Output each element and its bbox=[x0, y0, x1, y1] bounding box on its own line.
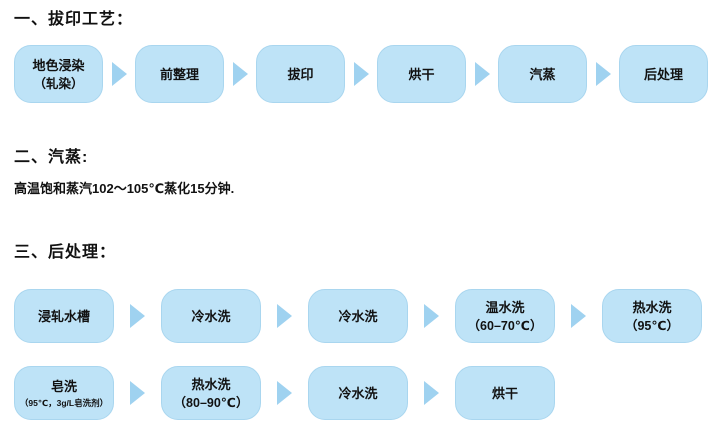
flow-step-label: 冷水洗 bbox=[338, 385, 378, 401]
flow-step-label: （95℃，3g/L皂洗剂） bbox=[19, 398, 109, 408]
flow-step-label: 烘干 bbox=[491, 385, 518, 401]
right-triangle-icon bbox=[130, 381, 145, 405]
flow-arrow-icon bbox=[345, 62, 377, 86]
flow-step-box: 烘干 bbox=[377, 45, 466, 103]
flow-step-label: 冷水洗 bbox=[338, 308, 378, 324]
flow-arrow-icon bbox=[224, 62, 256, 86]
flow-arrow-icon bbox=[587, 62, 619, 86]
right-triangle-icon bbox=[232, 62, 248, 86]
flow-step-box: 烘干 bbox=[455, 366, 555, 420]
flow-step-label: （80–90℃） bbox=[173, 395, 249, 410]
flow-step-label: （轧染） bbox=[33, 76, 84, 91]
right-triangle-icon bbox=[595, 62, 611, 86]
flow-step-box: 温水洗 （60–70℃） bbox=[455, 289, 555, 343]
flow-step-box: 皂洗 （95℃，3g/L皂洗剂） bbox=[14, 366, 114, 420]
flow-step-box: 浸轧水槽 bbox=[14, 289, 114, 343]
right-triangle-icon bbox=[424, 304, 439, 328]
flow-step-label: 汽蒸 bbox=[529, 66, 556, 82]
right-triangle-icon bbox=[111, 62, 127, 86]
flow-step-label: （60–70℃） bbox=[467, 318, 543, 333]
flow-arrow-icon bbox=[466, 62, 498, 86]
flow-arrow-icon bbox=[261, 304, 308, 328]
discharge-printing-flow-row: 地色浸染 （轧染） 前整理 拔印 烘干 汽蒸 后处理 bbox=[14, 45, 710, 103]
flow-step-box: 冷水洗 bbox=[308, 366, 408, 420]
flow-step-label: 地色浸染 bbox=[32, 57, 85, 73]
flow-step-label: 热水洗 bbox=[191, 376, 231, 392]
right-triangle-icon bbox=[353, 62, 369, 86]
post-treatment-flow-row-2: 皂洗 （95℃，3g/L皂洗剂） 热水洗 （80–90℃） 冷水洗 烘干 bbox=[14, 366, 710, 420]
section-2-title: 二、汽蒸: bbox=[14, 149, 89, 166]
flow-step-label: 拔印 bbox=[287, 66, 314, 82]
flow-step-label: 冷水洗 bbox=[191, 308, 231, 324]
flow-arrow-icon bbox=[408, 304, 455, 328]
flow-step-label: 烘干 bbox=[408, 66, 435, 82]
right-triangle-icon bbox=[277, 381, 292, 405]
flow-step-box: 前整理 bbox=[135, 45, 224, 103]
right-triangle-icon bbox=[474, 62, 490, 86]
flow-step-label: 热水洗 bbox=[632, 299, 672, 315]
flow-step-label: 皂洗 bbox=[50, 379, 77, 394]
flow-step-box: 冷水洗 bbox=[308, 289, 408, 343]
right-triangle-icon bbox=[424, 381, 439, 405]
flow-step-label: （95℃） bbox=[624, 318, 680, 333]
flow-arrow-icon bbox=[261, 381, 308, 405]
flow-arrow-icon bbox=[114, 381, 161, 405]
right-triangle-icon bbox=[571, 304, 586, 328]
section-1-title: 一、拔印工艺： bbox=[14, 11, 134, 28]
flow-arrow-icon bbox=[114, 304, 161, 328]
section-3-title: 三、后处理： bbox=[14, 244, 117, 261]
right-triangle-icon bbox=[130, 304, 145, 328]
flow-step-box: 拔印 bbox=[256, 45, 345, 103]
flow-arrow-icon bbox=[555, 304, 602, 328]
flow-step-label: 温水洗 bbox=[485, 299, 525, 315]
flow-step-box: 冷水洗 bbox=[161, 289, 261, 343]
flow-step-box: 后处理 bbox=[619, 45, 708, 103]
flow-step-box: 汽蒸 bbox=[498, 45, 587, 103]
flow-step-label: 前整理 bbox=[159, 66, 199, 82]
post-treatment-flow-row-1: 浸轧水槽 冷水洗 冷水洗 温水洗 （60–70℃） 热水洗 （95℃） bbox=[14, 289, 710, 343]
flow-step-label: 浸轧水槽 bbox=[37, 308, 90, 324]
flow-arrow-icon bbox=[103, 62, 135, 86]
right-triangle-icon bbox=[277, 304, 292, 328]
flow-step-box: 地色浸染 （轧染） bbox=[14, 45, 103, 103]
steaming-note-text: 高温饱和蒸汽102～105℃蒸化15分钟. bbox=[14, 181, 235, 196]
flow-step-box: 热水洗 （80–90℃） bbox=[161, 366, 261, 420]
flow-step-box: 热水洗 （95℃） bbox=[602, 289, 702, 343]
flow-step-label: 后处理 bbox=[643, 66, 683, 82]
flow-arrow-icon bbox=[408, 381, 455, 405]
